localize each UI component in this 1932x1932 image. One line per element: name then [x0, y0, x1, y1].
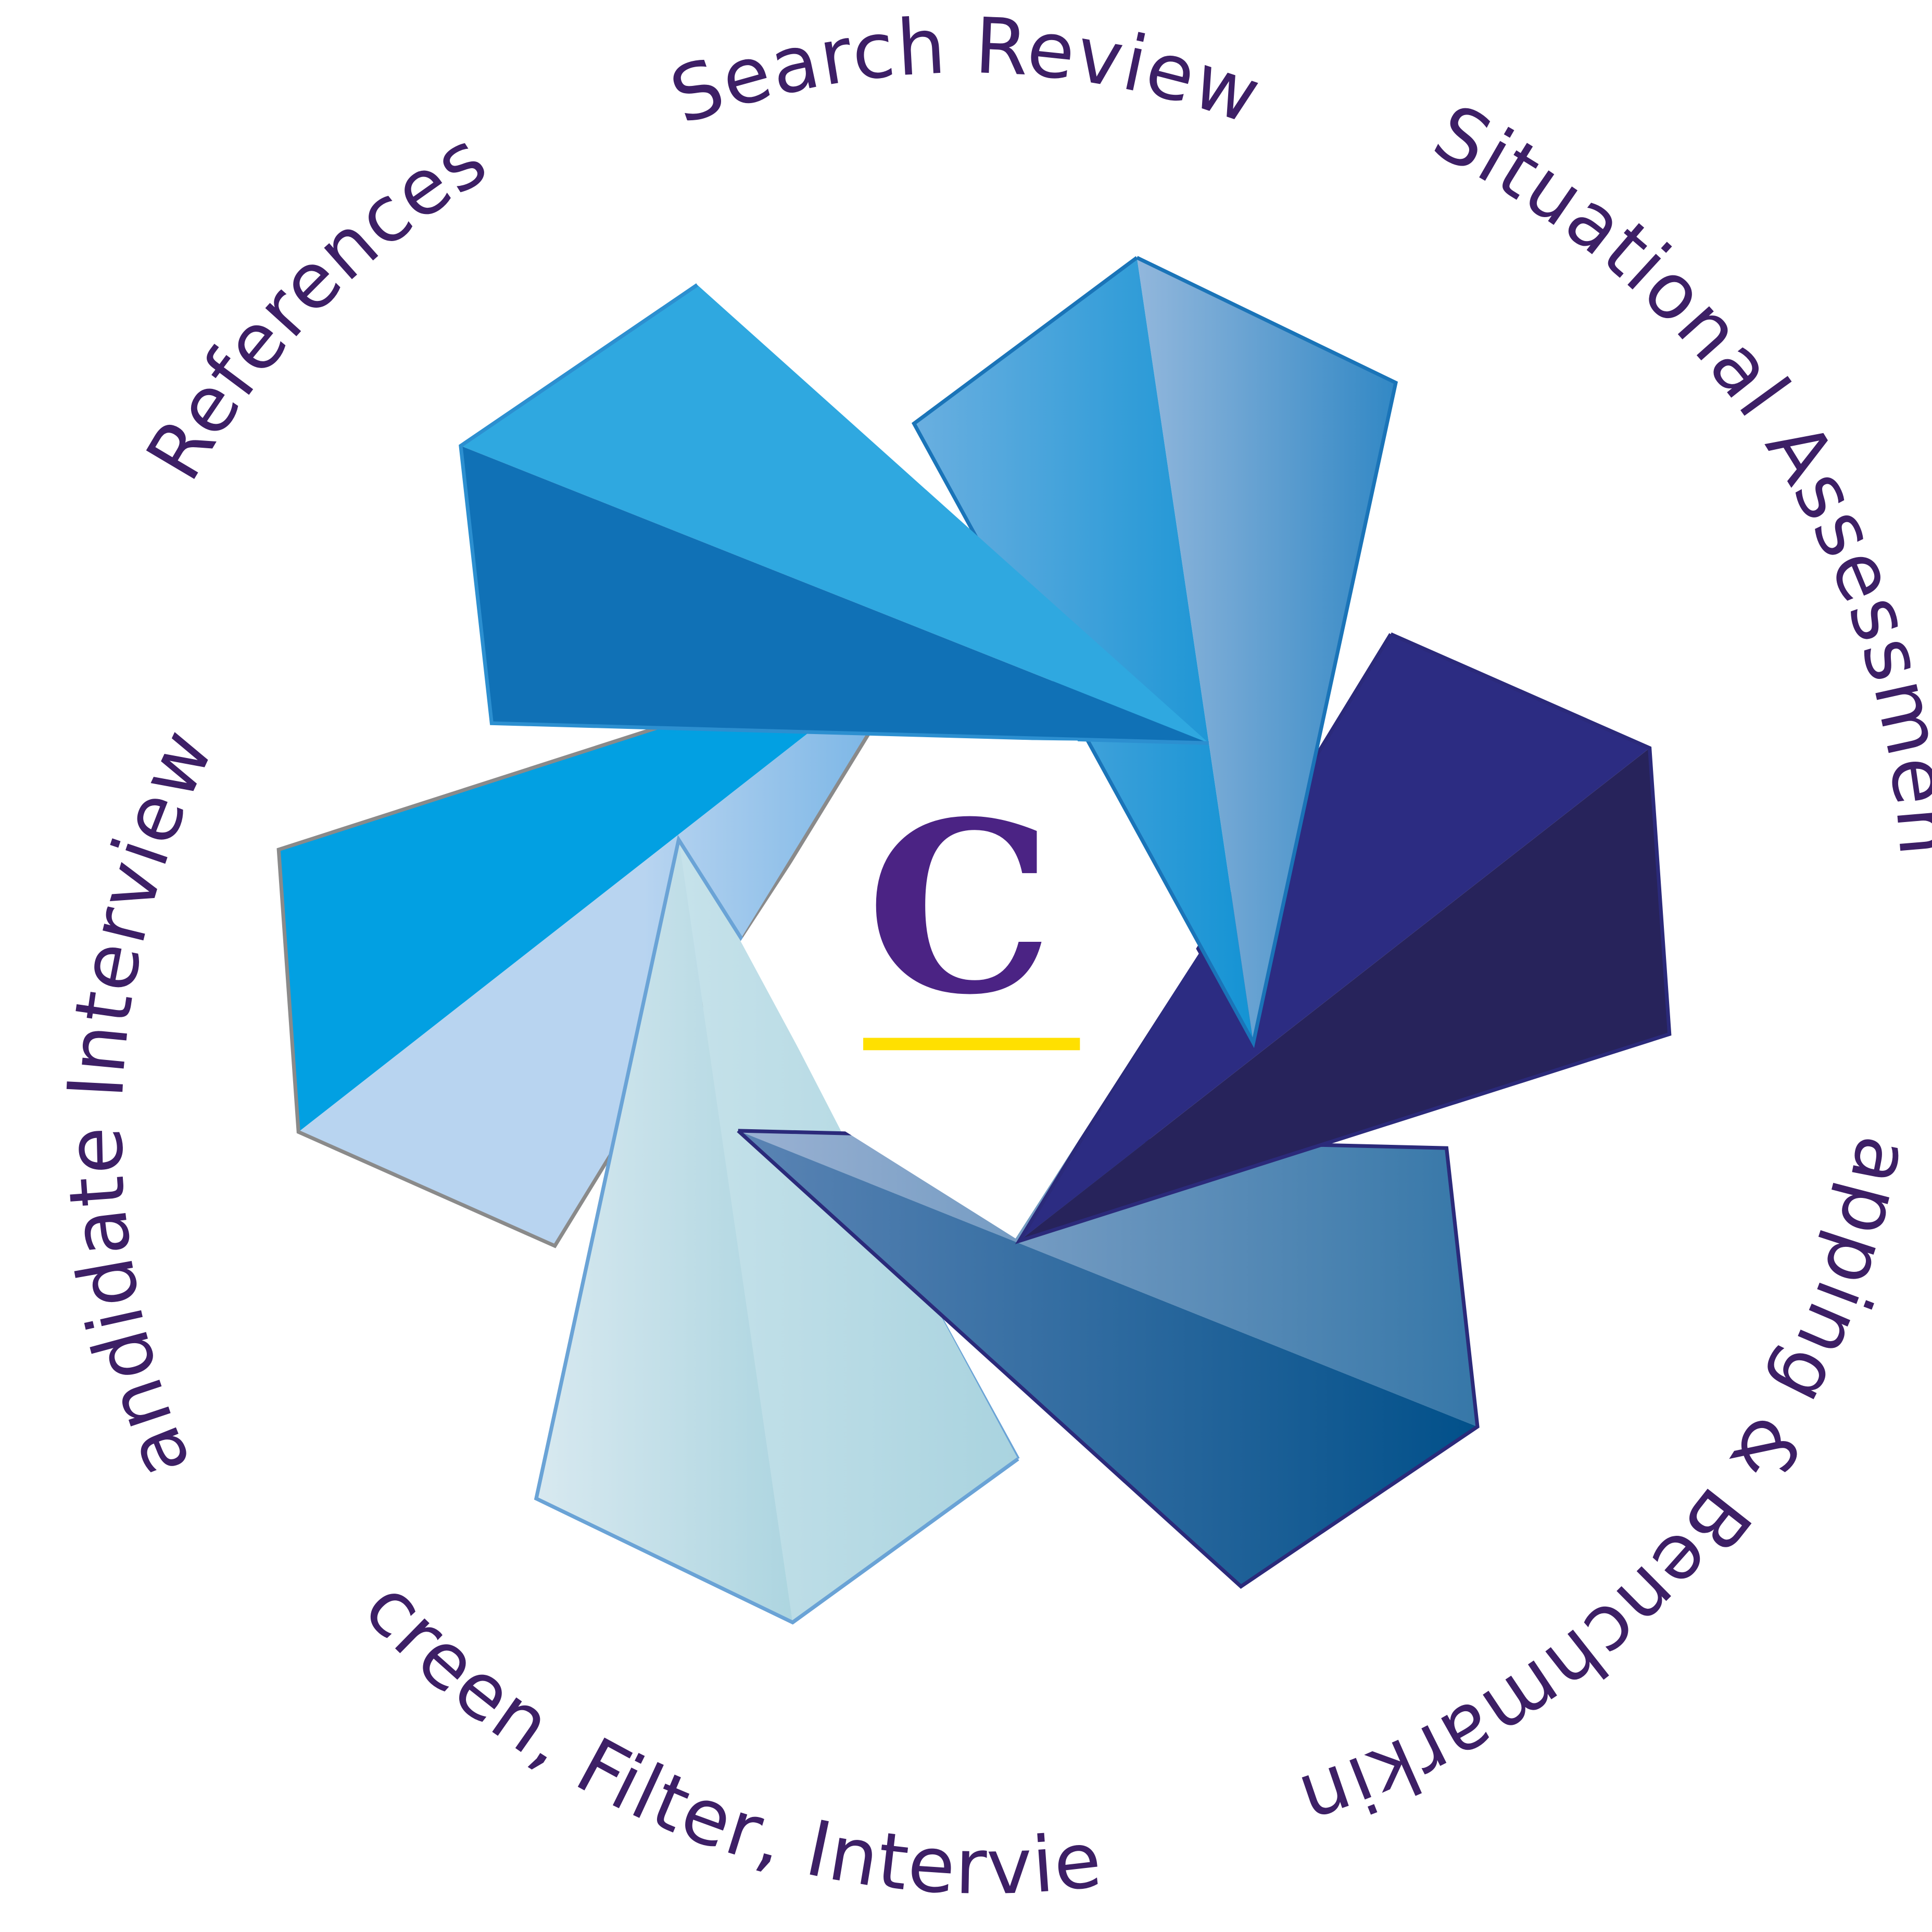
label-references: References: [129, 113, 502, 495]
center-hexagon: [740, 738, 1199, 1239]
label-search-review-path: Search Review: [660, 1, 1270, 142]
blade-screen-filter-front-outline: [534, 835, 1019, 1625]
blade-references-outline: [459, 283, 1209, 745]
blade-candidate-light-face: [298, 641, 925, 1246]
blade-mapping-bottom-face: [738, 1130, 1478, 1587]
blade-references: [459, 283, 1209, 745]
blade-references-top-face: [460, 285, 1209, 743]
blade-search-review-outline: [911, 256, 1398, 1049]
blade-situational-upper-face: [1019, 634, 1650, 1241]
blade-mapping-benchmarking: [737, 1129, 1480, 1589]
blade-situational-lower-face: [1019, 748, 1670, 1241]
blade-candidate-dark-face: [279, 641, 925, 1132]
logo-letter: C: [866, 770, 1054, 1046]
label-search-review: Search Review: [660, 1, 1272, 142]
blade-search-review-right-face: [1137, 257, 1396, 1043]
blade-screen-filter-front-left: [536, 839, 793, 1623]
label-references-path: References: [129, 113, 501, 495]
label-candidate-interviews-path: Candidate Interviews: [0, 0, 230, 1491]
label-candidate-interviews: Candidate Interviews: [0, 0, 231, 1491]
blade-references-bottom-face: [460, 446, 1209, 743]
logo-underline: [863, 1038, 1080, 1051]
